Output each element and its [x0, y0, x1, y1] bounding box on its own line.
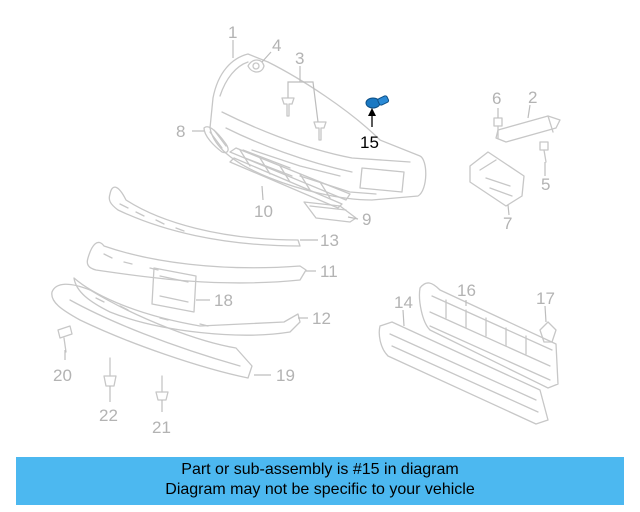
fog-grille-9-part: [303, 201, 357, 223]
callout-4: 4: [272, 36, 281, 55]
screw-15-part: [365, 95, 390, 109]
callout-3: 3: [295, 49, 304, 68]
leader-lines: [64, 40, 547, 412]
banner-line-1: Part or sub-assembly is #15 in diagram: [181, 461, 459, 478]
callout-2: 2: [528, 88, 537, 107]
callout-20: 20: [53, 366, 72, 385]
banner-line-2: Diagram may not be specific to your vehi…: [165, 481, 475, 498]
callout-13: 13: [320, 231, 339, 250]
bumper-cover-part: [209, 53, 427, 201]
callout-9: 9: [362, 210, 371, 229]
callout-22: 22: [99, 406, 118, 425]
callout-14: 14: [394, 293, 413, 312]
fastener-21-part: [155, 375, 169, 401]
bolt-5-part: [539, 141, 549, 163]
fastener-22-part: [103, 357, 117, 387]
lower-grille-10-part: [229, 147, 351, 209]
callout-18: 18: [214, 291, 233, 310]
callout-19: 19: [276, 366, 295, 385]
callout-7: 7: [503, 214, 512, 233]
callout-11: 11: [320, 262, 338, 281]
absorber-16-part: [418, 282, 559, 389]
callout-12: 12: [312, 309, 331, 328]
callout-21: 21: [152, 418, 171, 437]
parts-diagram: 1 2 3 4 5 6 7 8 9 10 11 12 13 14 15 16 1…: [51, 23, 561, 437]
bracket-7-part: [469, 151, 525, 207]
callout-1: 1: [228, 23, 237, 42]
callout-6: 6: [492, 89, 501, 108]
callout-15: 15: [360, 133, 379, 152]
bolt-6-part: [493, 117, 503, 139]
beam-14-part: [378, 321, 549, 425]
license-bracket-18-part: [151, 267, 197, 313]
molding-11-part: [86, 241, 307, 284]
fastener-20-part: [57, 325, 73, 353]
bracket-2-part: [495, 115, 561, 143]
reinforcement-12-part: [73, 277, 301, 336]
info-banner: Part or sub-assembly is #15 in diagram D…: [16, 457, 624, 505]
callout-8: 8: [176, 122, 185, 141]
push-clip-3-part: [281, 97, 327, 141]
callout-16: 16: [457, 281, 476, 300]
callout-10: 10: [254, 202, 273, 221]
callout-5: 5: [541, 175, 550, 194]
clip-4-part: [247, 59, 265, 73]
callout-17: 17: [536, 289, 555, 308]
clip-17-part: [539, 321, 557, 343]
side-grille-8-part: [203, 126, 229, 154]
air-dam-19-part: [51, 283, 253, 379]
molding-13-part: [108, 186, 301, 247]
